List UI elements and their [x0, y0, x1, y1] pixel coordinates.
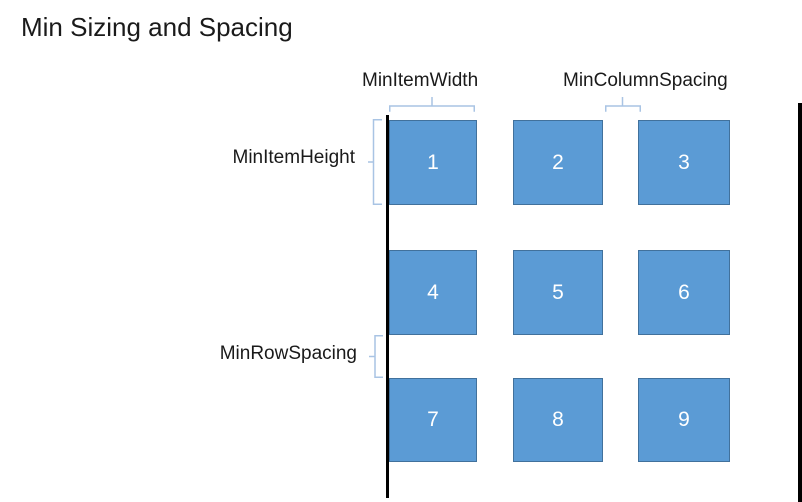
grid-item-2: 2 [513, 120, 603, 205]
min-item-height-label: MinItemHeight [232, 147, 356, 168]
grid-item-4: 4 [389, 250, 477, 335]
grid-item-5: 5 [513, 250, 603, 335]
right-boundary-line [798, 103, 802, 502]
grid-item-8: 8 [513, 378, 603, 462]
min-item-width-label: MinItemWidth [362, 70, 479, 91]
grid-item-7: 7 [389, 378, 477, 462]
slide-title: Min Sizing and Spacing [21, 12, 293, 42]
min-item-width-brace [389, 97, 475, 112]
grid-item-6: 6 [638, 250, 730, 335]
min-item-height-brace [368, 119, 382, 205]
grid-item-9: 9 [638, 378, 730, 462]
grid-item-3: 3 [638, 120, 730, 205]
left-boundary-line [386, 115, 389, 498]
min-row-spacing-brace [369, 335, 383, 378]
grid-item-1: 1 [389, 120, 477, 205]
min-column-spacing-brace [605, 97, 641, 112]
min-column-spacing-label: MinColumnSpacing [563, 70, 728, 91]
min-row-spacing-label: MinRowSpacing [219, 343, 357, 364]
